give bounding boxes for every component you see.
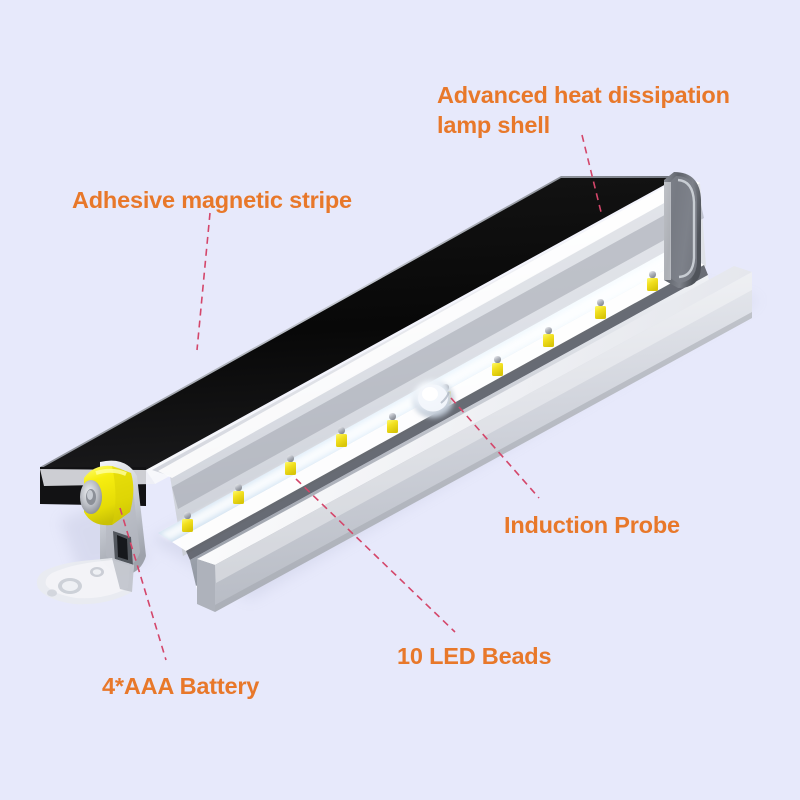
mounting-bracket (36, 558, 134, 605)
front-mount-plate (197, 266, 752, 612)
callout-label-led-beads: 10 LED Beads (397, 643, 552, 669)
led-bead (543, 327, 554, 347)
left-end-assembly (36, 460, 146, 605)
led-bead (387, 413, 398, 433)
heat-dissipation-lamp-shell (152, 172, 714, 594)
led-bead (336, 427, 347, 447)
led-bead (285, 455, 296, 475)
leader-line-led-beads (295, 478, 456, 633)
leader-line-induction-probe (450, 397, 540, 499)
callout-label-aaa-battery: 4*AAA Battery (102, 673, 260, 699)
callout-label-induction-probe: Induction Probe (504, 512, 680, 538)
leader-lines (119, 134, 602, 661)
leader-line-aaa-battery (119, 507, 167, 661)
led-bead (182, 512, 193, 532)
callout-label-heat-shell: Advanced heat dissipation lamp shell (437, 82, 730, 139)
led-bead (233, 484, 244, 504)
led-bead (595, 299, 606, 319)
callout-label-magnetic-stripe: Adhesive magnetic stripe (72, 187, 352, 213)
led-bead (492, 356, 503, 376)
leader-line-magnetic-stripe (196, 212, 211, 351)
led-bead (647, 271, 658, 291)
leader-line-heat-shell (581, 134, 602, 213)
induction-probe (412, 380, 454, 418)
